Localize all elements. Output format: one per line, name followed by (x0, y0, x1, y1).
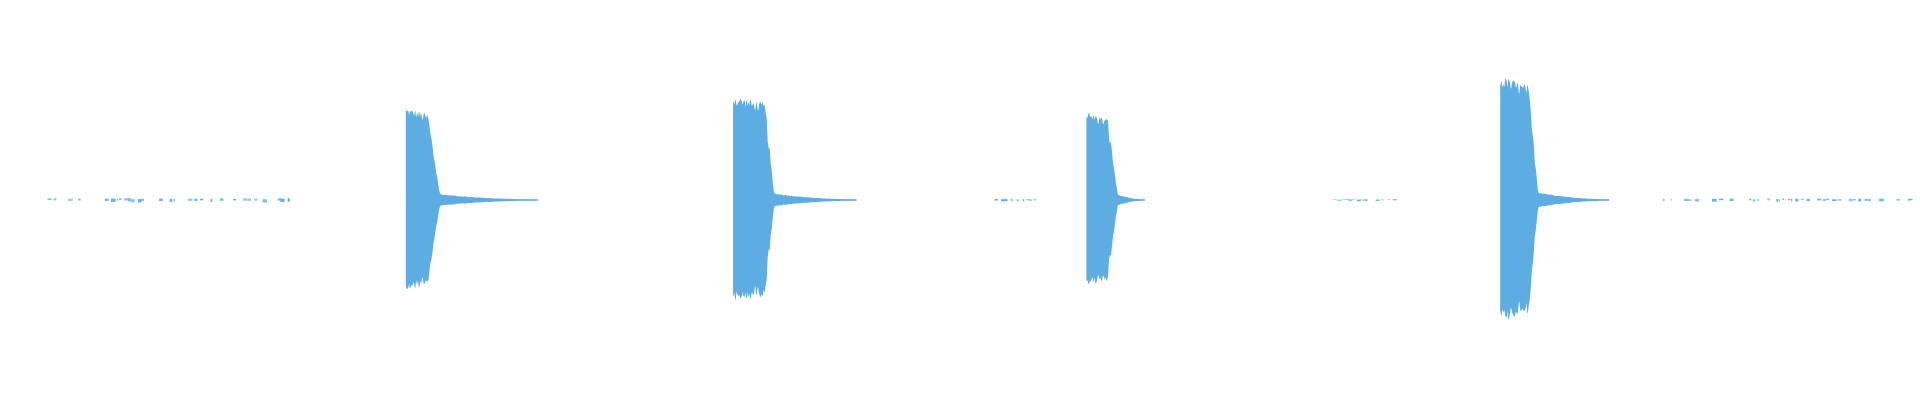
waveform-noise-4 (1662, 198, 1913, 202)
waveform-noise (47, 198, 1913, 203)
waveform-noise-2 (994, 198, 1037, 202)
waveform-burst-3 (1086, 113, 1145, 284)
waveform-noise-3 (1332, 199, 1397, 202)
waveform-noise-1 (47, 198, 290, 203)
waveform-burst-2 (733, 98, 857, 300)
waveform-bursts (405, 78, 1609, 320)
waveform-burst-4 (1500, 78, 1609, 320)
